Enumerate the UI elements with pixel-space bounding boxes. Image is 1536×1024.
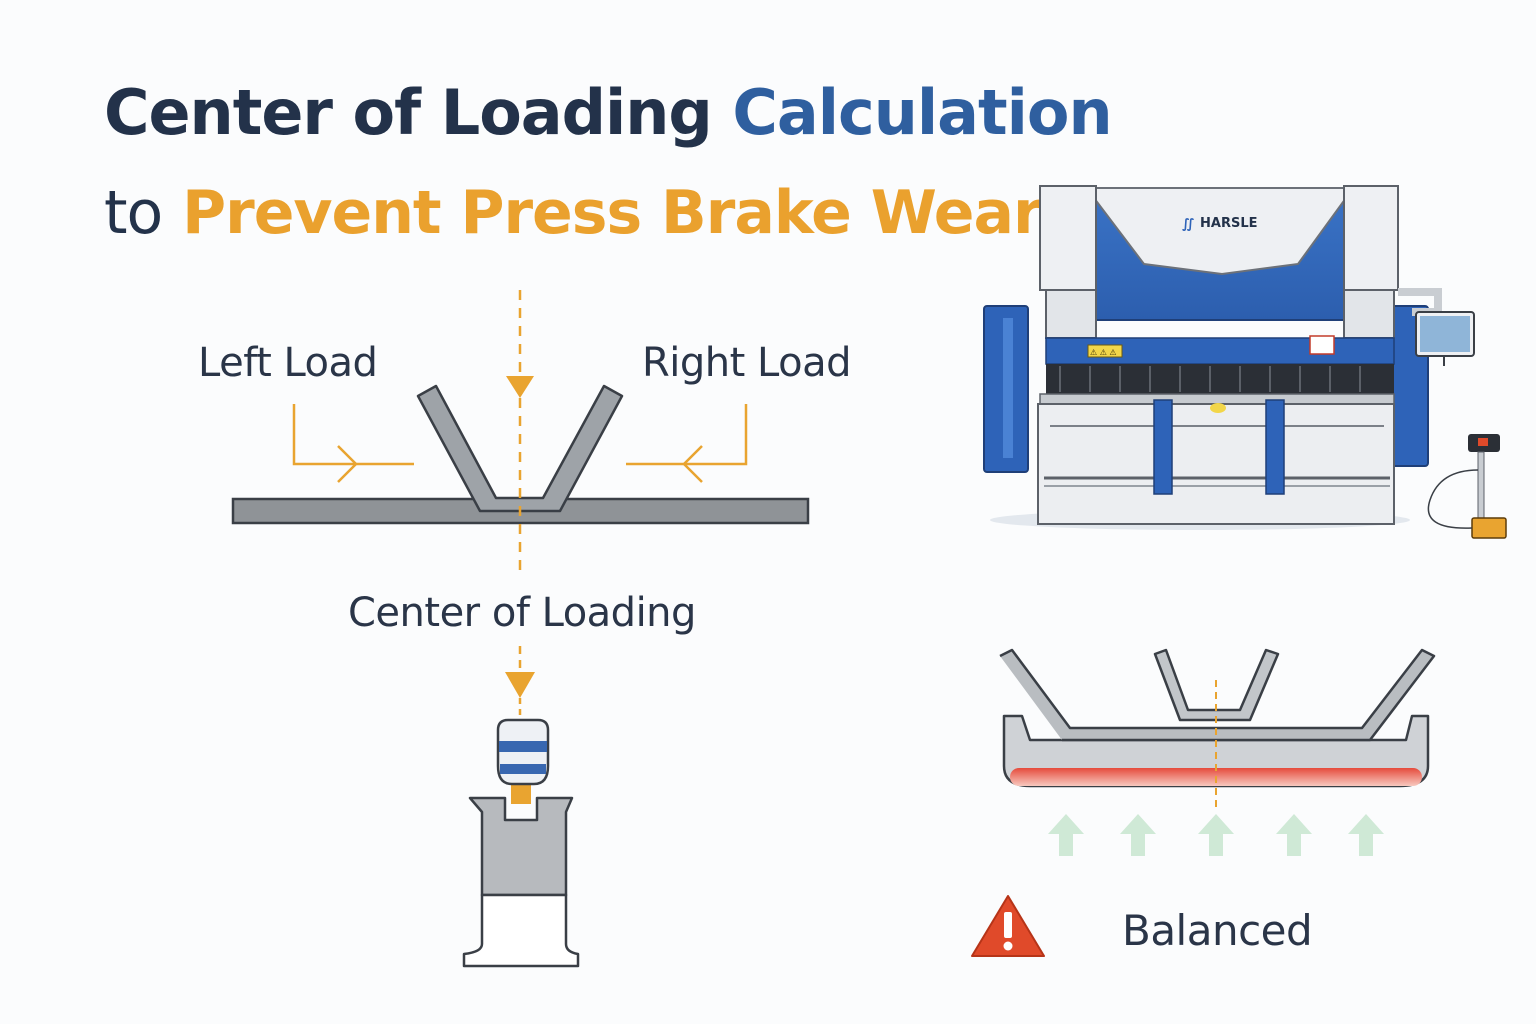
warning-triangle-icon [971,895,1045,957]
left-load-arrow [292,404,414,483]
title-main: Center of Loading [104,76,713,149]
title-accent-2: Prevent Press Brake Wear [182,178,1042,248]
balanced-load-tray [971,648,1436,957]
support-arrows [1048,814,1384,856]
bent-channel [416,384,624,513]
svg-text:∬: ∬ [1182,217,1194,232]
left-load-label: Left Load [198,340,378,386]
center-of-loading-label: Center of Loading [348,590,696,636]
balanced-status-label: Balanced [1122,906,1313,955]
title-line-2: to Prevent Press Brake Wear [104,178,1043,248]
punch-die-illustration [462,646,580,968]
press-brake-machine-illustration: ∬ HARSLE ⚠ ⚠ ⚠ [983,185,1507,539]
right-load-label: Right Load [642,340,852,386]
title-accent: Calculation [732,76,1112,149]
title-lead: to [104,178,163,248]
title-line-1: Center of Loading Calculation [104,76,1113,149]
warning-stickers: ⚠ ⚠ ⚠ [1090,348,1117,357]
brand-logo: HARSLE [1200,216,1257,231]
right-load-arrow [626,404,748,483]
bend-diagram [231,290,810,570]
center-arrow-head [506,376,534,398]
